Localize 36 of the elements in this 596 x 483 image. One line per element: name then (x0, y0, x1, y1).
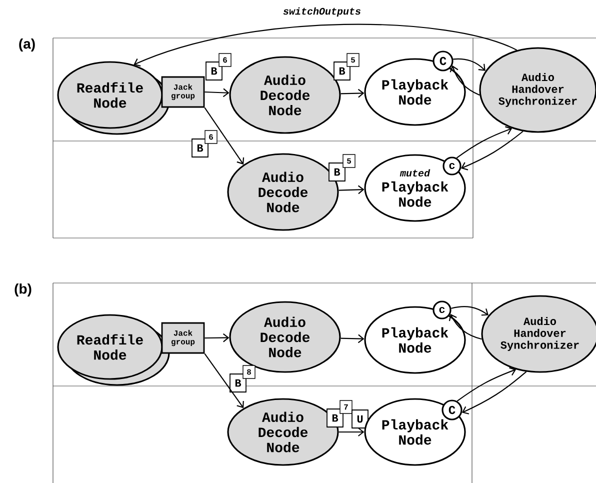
tag-box: B (326, 408, 344, 428)
number-box: 8 (242, 365, 256, 379)
arrow (340, 334, 364, 344)
number-box: 5 (346, 53, 360, 67)
tag-box: B (192, 138, 208, 158)
arrow (448, 314, 482, 340)
arrow (456, 367, 516, 402)
edge-label: switchOutputs (282, 6, 362, 18)
arrow (450, 65, 480, 96)
arrow (462, 371, 527, 414)
arrow (134, 24, 517, 67)
arrow (338, 185, 364, 194)
group-box: Jack group (161, 76, 205, 108)
group-box: Jack group (161, 322, 205, 354)
arrow (340, 88, 364, 98)
arrow (204, 107, 244, 165)
tag-box: B (230, 374, 246, 392)
panel-label: (a) (19, 38, 35, 52)
arrow (338, 428, 364, 436)
arrow (451, 306, 489, 316)
arrow (460, 130, 524, 170)
tag-box: B (328, 162, 346, 182)
arrow (204, 353, 244, 408)
number-box: 6 (218, 53, 232, 67)
node-label: Playback Node (382, 419, 448, 445)
arrow (204, 88, 230, 98)
number-box: 7 (340, 400, 352, 414)
panel-label: (b) (14, 283, 32, 297)
arrow (204, 333, 230, 342)
tag-box: B (334, 62, 350, 80)
number-box: 5 (342, 154, 356, 168)
arrow (453, 58, 486, 71)
number-box: 6 (204, 130, 218, 144)
tag-box: B (206, 62, 222, 80)
tag-box: U (352, 410, 368, 428)
arrow (456, 126, 512, 158)
